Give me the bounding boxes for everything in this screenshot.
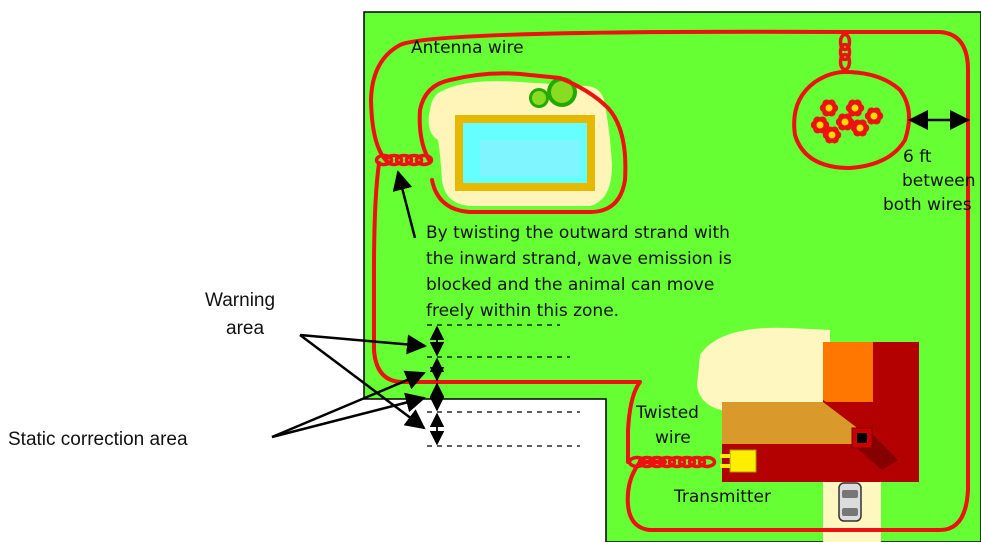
- flower: [810, 116, 830, 134]
- twist-loop: [667, 455, 687, 469]
- note-line-3: blocked and the animal can move: [426, 275, 714, 295]
- twisted-label-2: wire: [655, 428, 691, 448]
- distance-label-1: 6 ft: [903, 147, 932, 167]
- patio: [697, 327, 830, 412]
- warning-label-2: area: [226, 318, 264, 339]
- twist-loop: [627, 455, 647, 469]
- antenna-wire: [369, 29, 970, 532]
- pool-wire-loop: [417, 71, 628, 214]
- twist-loop: [394, 153, 414, 167]
- roof-tan: [722, 402, 860, 444]
- shrub-icon: [529, 77, 577, 108]
- flower-icon: [810, 99, 884, 144]
- flower: [845, 99, 865, 117]
- flower: [822, 126, 842, 144]
- flower-wire-loop: [792, 70, 911, 171]
- twist-loop: [404, 153, 424, 167]
- warning-label-1: Warning: [205, 290, 275, 311]
- twist-loop: [687, 455, 707, 469]
- twist-loop: [838, 52, 852, 72]
- transmitter-box-icon: [720, 449, 757, 473]
- twist-loop: [677, 455, 697, 469]
- antenna-wire-label: Antenna wire: [411, 38, 524, 58]
- static-correction-label: Static correction area: [8, 429, 188, 450]
- twisted-label-1: Twisted: [635, 403, 699, 423]
- distance-label-3: both wires: [883, 195, 972, 215]
- twist-loop: [647, 455, 667, 469]
- twisted-wire: [374, 32, 852, 469]
- twist-loop: [414, 153, 434, 167]
- flower: [819, 99, 839, 117]
- note-line-4: freely within this zone.: [426, 301, 619, 321]
- twist-pointer-arrow: [392, 170, 417, 239]
- twist-loop: [838, 32, 852, 52]
- zone-lines: [427, 324, 580, 447]
- car-icon: [838, 482, 862, 522]
- twist-loop: [637, 455, 657, 469]
- note-line-1: By twisting the outward strand with: [426, 223, 730, 243]
- flower: [864, 107, 884, 125]
- distance-label-2: between: [902, 171, 976, 191]
- flower: [835, 113, 855, 131]
- warning-pointer-arrows: [299, 333, 427, 430]
- twist-loop: [838, 42, 852, 62]
- house: [697, 327, 919, 542]
- twist-loop: [374, 153, 394, 167]
- twist-loop: [384, 153, 404, 167]
- note-line-2: the inward strand, wave emission is: [426, 249, 732, 269]
- twist-loop: [657, 455, 677, 469]
- chimney-icon: [851, 427, 898, 470]
- pool-area: [428, 81, 612, 206]
- transmitter-label: Transmitter: [673, 487, 771, 507]
- twist-loop: [697, 455, 717, 469]
- flower: [850, 119, 870, 137]
- static-pointer-arrows: [271, 370, 426, 439]
